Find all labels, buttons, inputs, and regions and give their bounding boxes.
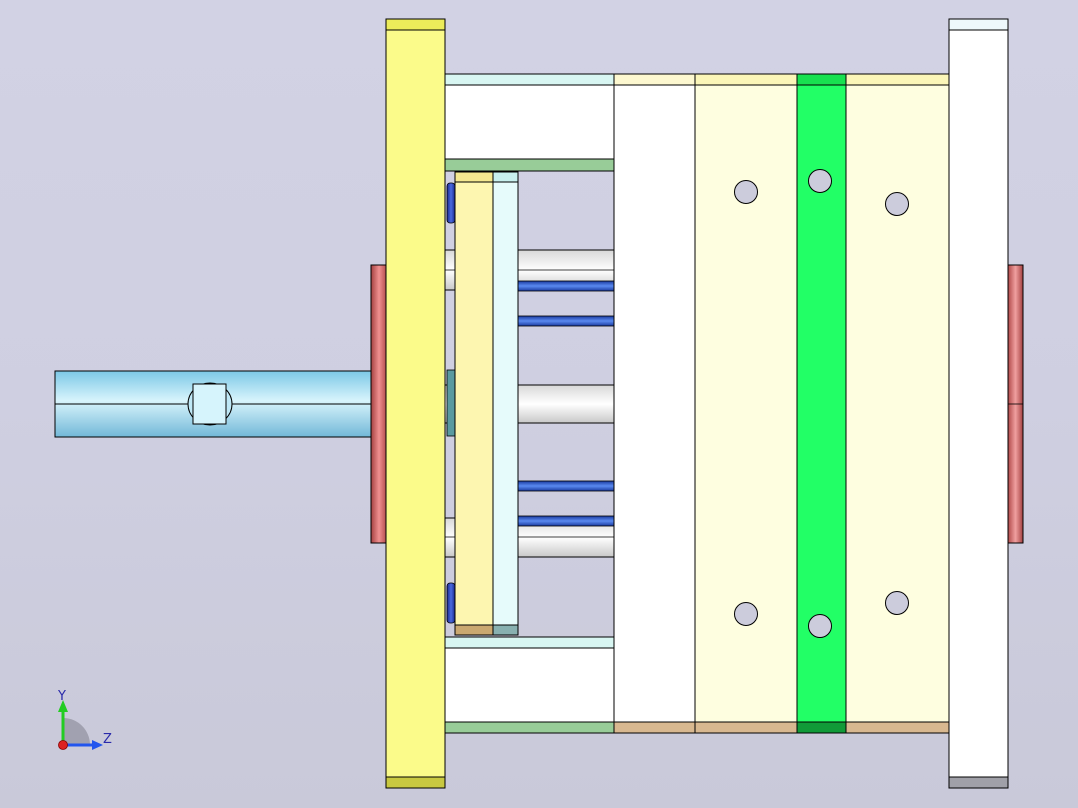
cooling-hole — [885, 591, 909, 615]
axis-triad: Y Z — [57, 689, 112, 750]
bolt-head — [446, 369, 456, 437]
left-clamp-plate[interactable] — [385, 18, 446, 789]
bolt-head — [446, 182, 456, 224]
y-axis-label: Y — [57, 689, 66, 704]
ejector-pin[interactable] — [517, 515, 615, 527]
cooling-hole — [734, 180, 758, 204]
core-plate[interactable] — [694, 73, 798, 734]
locating-ring-left[interactable] — [370, 264, 388, 544]
right-clamp-plate[interactable] — [948, 18, 1009, 789]
ejector-pin[interactable] — [517, 280, 615, 292]
ejector-pin[interactable] — [517, 315, 615, 327]
cooling-hole — [885, 192, 909, 216]
cooling-hole — [734, 602, 758, 626]
ejector-pin[interactable] — [517, 480, 615, 492]
runner-plate[interactable] — [796, 73, 847, 734]
triad-arc — [63, 718, 90, 745]
support-plate[interactable] — [613, 73, 696, 734]
cooling-hole — [808, 614, 832, 638]
spacer-block-bottom[interactable] — [444, 636, 615, 734]
cooling-hole — [808, 169, 832, 193]
bolt-head — [446, 582, 456, 624]
spacer-block-top[interactable] — [444, 73, 615, 172]
ejector-retainer-plate[interactable] — [492, 171, 519, 636]
x-axis-dot — [58, 740, 68, 750]
sprue-bushing[interactable] — [54, 370, 376, 438]
cavity-plate[interactable] — [845, 73, 950, 734]
locating-ring-right[interactable] — [1007, 264, 1024, 544]
ejector-plate[interactable] — [454, 171, 494, 636]
z-axis-label: Z — [103, 732, 112, 747]
